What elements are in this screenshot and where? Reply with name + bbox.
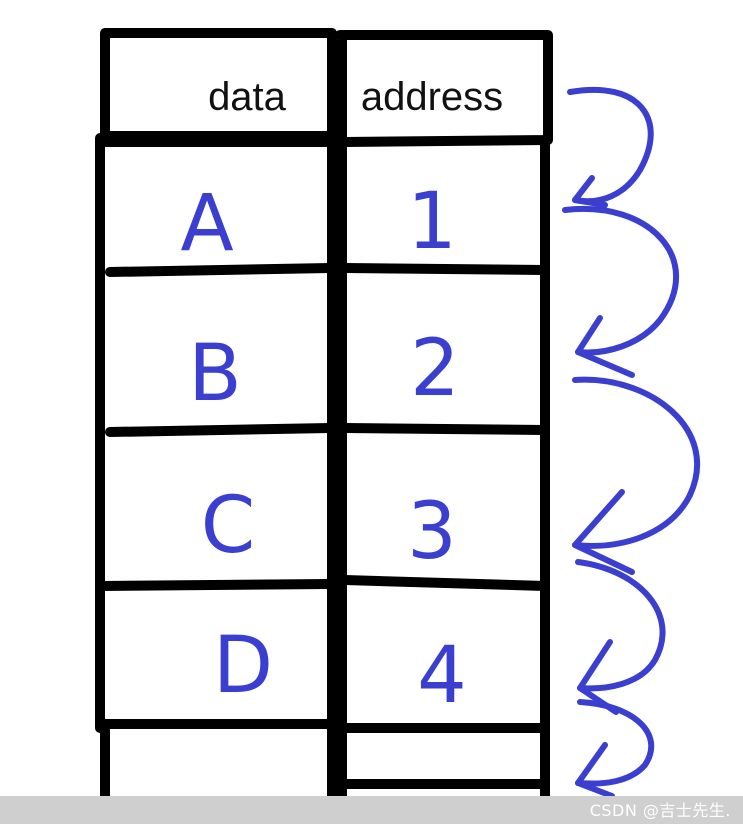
address-cell-2: 3 — [407, 487, 457, 577]
address-column: 1 2 3 4 — [407, 177, 467, 721]
header-address-label: address — [361, 75, 503, 119]
arrow-row2-to-row3 — [572, 376, 700, 575]
row-line-3 — [95, 575, 550, 591]
watermark-text: CSDN @吉士先生. — [589, 801, 731, 820]
data-cell-2: C — [201, 481, 255, 571]
footer-band — [0, 796, 743, 824]
table-grid — [95, 28, 553, 805]
row-line-2 — [105, 423, 550, 437]
pointer-arrows — [562, 86, 700, 799]
header-data-label: data — [208, 75, 287, 119]
header-cell-address-border — [335, 30, 553, 147]
address-cell-0: 1 — [407, 177, 457, 267]
data-cell-1: B — [188, 329, 242, 419]
arrow-row4-to-row5 — [575, 699, 655, 799]
row-line-1 — [105, 263, 550, 277]
arrow-row3-to-row4 — [575, 559, 666, 715]
row-line-4 — [95, 719, 550, 733]
arrow-header-to-row1 — [567, 86, 654, 208]
address-cell-1: 2 — [410, 324, 460, 414]
data-cell-0: A — [180, 179, 233, 269]
data-cell-3: D — [213, 621, 273, 711]
data-column: A B C D — [180, 179, 273, 711]
address-cell-3: 4 — [417, 631, 467, 721]
arrow-row1-to-row2 — [562, 205, 680, 378]
